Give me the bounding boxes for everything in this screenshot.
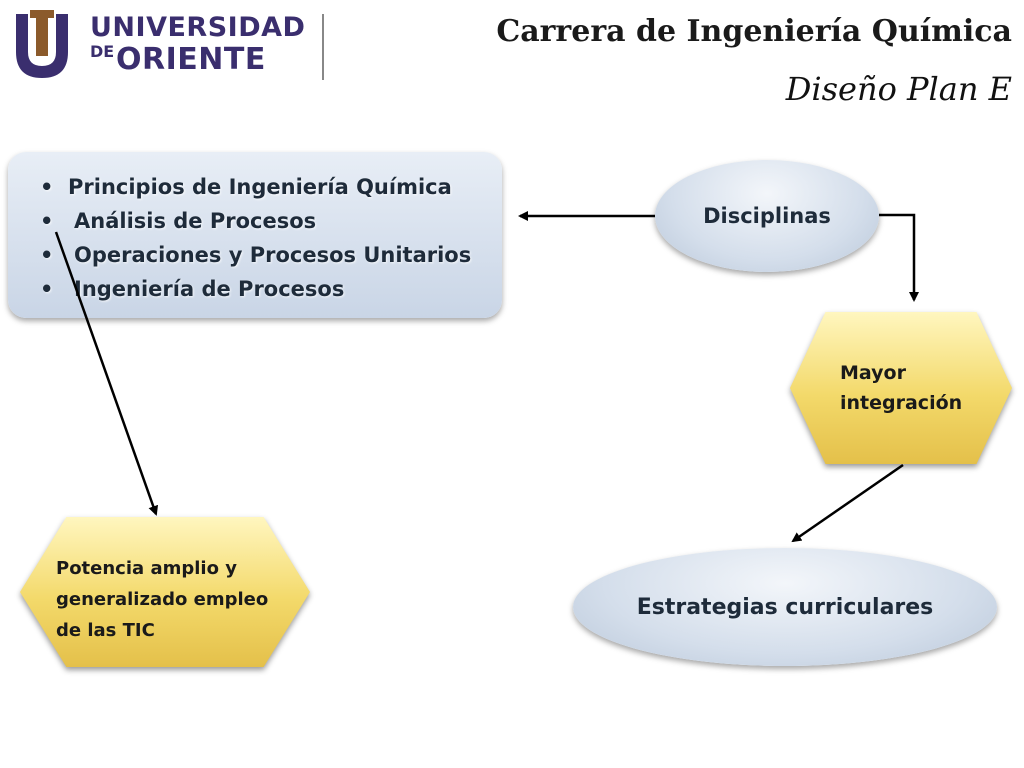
logo-divider — [322, 14, 324, 80]
page-title: Carrera de Ingeniería Química — [496, 14, 1012, 49]
potencia-label-line: Potencia amplio y — [56, 558, 237, 579]
logo-wordmark-top: UNIVERSIDAD — [90, 12, 306, 43]
disciplinas-label: Disciplinas — [703, 204, 831, 228]
estrategias-node: Estrategias curriculares — [573, 548, 997, 666]
list-item: •Operaciones y Procesos Unitarios — [40, 238, 502, 272]
hexagon-shape — [20, 517, 310, 667]
university-logo: UNIVERSIDAD DE ORIENTE — [8, 4, 326, 84]
mayor-integracion-node: Mayor integración — [790, 312, 1012, 464]
list-item: •Principios de Ingeniería Química — [40, 170, 502, 204]
hexagon-shape — [790, 312, 1012, 464]
list-item: •Ingeniería de Procesos — [40, 272, 502, 306]
arrow-disciplinas-to-mayor — [879, 213, 919, 302]
logo-wordmark-de: DE — [90, 42, 115, 61]
arrow-list-to-potencia — [54, 231, 159, 516]
mayor-integracion-label-line: integración — [840, 392, 963, 414]
bullet-icon: • — [40, 175, 54, 199]
disciplines-list: •Principios de Ingeniería Química •Análi… — [8, 152, 502, 306]
bullet-icon: • — [40, 209, 54, 233]
potencia-label-line: generalizado empleo — [56, 589, 269, 610]
estrategias-label: Estrategias curriculares — [636, 594, 934, 620]
bullet-icon: • — [40, 243, 54, 267]
logo-emblem-icon — [16, 10, 68, 78]
bullet-icon: • — [40, 277, 54, 301]
logo-wordmark-bottom: ORIENTE — [116, 42, 266, 77]
list-item: •Análisis de Procesos — [40, 204, 502, 238]
potencia-label-line: de las TIC — [56, 620, 155, 641]
page-subtitle: Diseño Plan E — [785, 70, 1012, 108]
arrow-mayor-to-estrategias — [791, 463, 904, 543]
disciplinas-node: Disciplinas — [655, 160, 879, 272]
mayor-integracion-label-line: Mayor — [840, 362, 906, 384]
disciplines-list-box: •Principios de Ingeniería Química •Análi… — [8, 152, 502, 318]
potencia-tic-node: Potencia amplio y generalizado empleo de… — [20, 517, 310, 667]
